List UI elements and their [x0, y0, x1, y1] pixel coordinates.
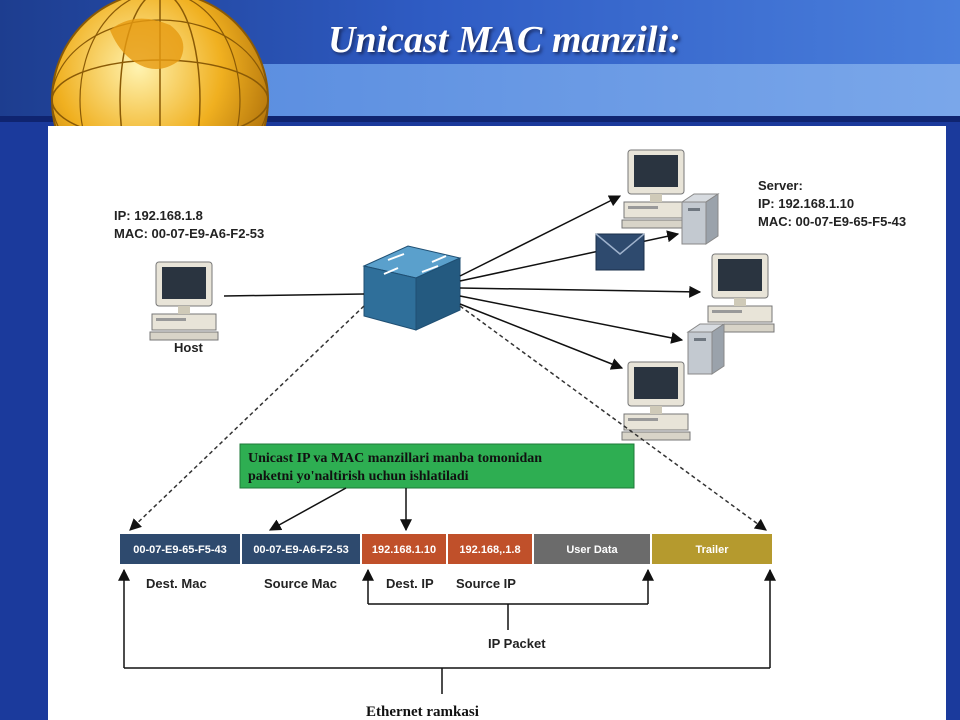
host-link [223, 293, 365, 297]
server-icon [687, 323, 725, 375]
computer-icon [621, 149, 691, 229]
globe-logo-icon [51, 0, 269, 130]
host-ip: IP: 192.168.1.8 [114, 208, 203, 223]
slide-header: Unicast MAC manzili: [0, 0, 960, 130]
computer-icon [621, 361, 691, 441]
header-band [230, 64, 960, 116]
dashed-link-right [459, 305, 767, 531]
switch-icon [362, 245, 462, 331]
host-label: Host [174, 340, 204, 355]
computer-icon [705, 253, 775, 333]
server-label: Server: [758, 178, 803, 193]
link-pc-1 [459, 195, 622, 277]
frame-cell-source-ip: 192.168,.1.8 [448, 534, 532, 564]
unicast-diagram: IP: 192.168.1.8 MAC: 00-07-E9-A6-F2-53 H… [114, 149, 906, 720]
frame-cell-source-mac: 00-07-E9-A6-F2-53 [242, 534, 360, 564]
cell-text: Trailer [695, 544, 729, 556]
link-server-1 [459, 230, 680, 282]
right-border [946, 122, 960, 720]
link-server-2 [459, 295, 684, 344]
note-line-2: paketni yo'naltirish uchun ishlatiladi [248, 469, 469, 484]
envelope-icon [595, 233, 645, 271]
frame-cell-dest-ip: 192.168.1.10 [362, 534, 446, 564]
label-source-mac: Source Mac [264, 576, 337, 591]
label-dest-ip: Dest. IP [386, 576, 434, 591]
server-icon [681, 193, 719, 245]
left-border [0, 122, 48, 720]
label-dest-mac: Dest. Mac [146, 576, 207, 591]
label-ethernet-frame: Ethernet ramkasi [366, 704, 479, 720]
frame-cell-user-data: User Data [534, 534, 650, 564]
host-computer-icon [149, 261, 219, 341]
frame-cell-trailer: Trailer [652, 534, 772, 564]
server-ip: IP: 192.168.1.10 [758, 196, 854, 211]
server-mac: MAC: 00-07-E9-65-F5-43 [758, 214, 906, 229]
ethernet-bracket [118, 568, 776, 694]
cell-text: 00-07-E9-A6-F2-53 [253, 544, 348, 556]
label-source-ip: Source IP [456, 576, 516, 591]
dashed-link-left [129, 305, 365, 531]
header-divider [0, 116, 960, 122]
diagram-panel: IP: 192.168.1.8 MAC: 00-07-E9-A6-F2-53 H… [48, 126, 946, 720]
cell-text: 192.168,.1.8 [459, 544, 520, 556]
link-pc-3 [459, 303, 624, 370]
slide-title: Unicast MAC manzili: [328, 19, 681, 61]
ip-packet-bracket [362, 568, 654, 630]
cell-text: 00-07-E9-65-F5-43 [133, 544, 227, 556]
note-box [239, 443, 635, 489]
frame-cell-dest-mac: 00-07-E9-65-F5-43 [120, 534, 240, 564]
label-ip-packet: IP Packet [488, 636, 546, 651]
note-arrow-source-mac [268, 487, 347, 531]
note-line-1: Unicast IP va MAC manzillari manba tomon… [248, 451, 542, 466]
cell-text: User Data [566, 544, 618, 556]
host-mac: MAC: 00-07-E9-A6-F2-53 [114, 226, 264, 241]
cell-text: 192.168.1.10 [372, 544, 436, 556]
link-pc-2 [459, 285, 702, 298]
